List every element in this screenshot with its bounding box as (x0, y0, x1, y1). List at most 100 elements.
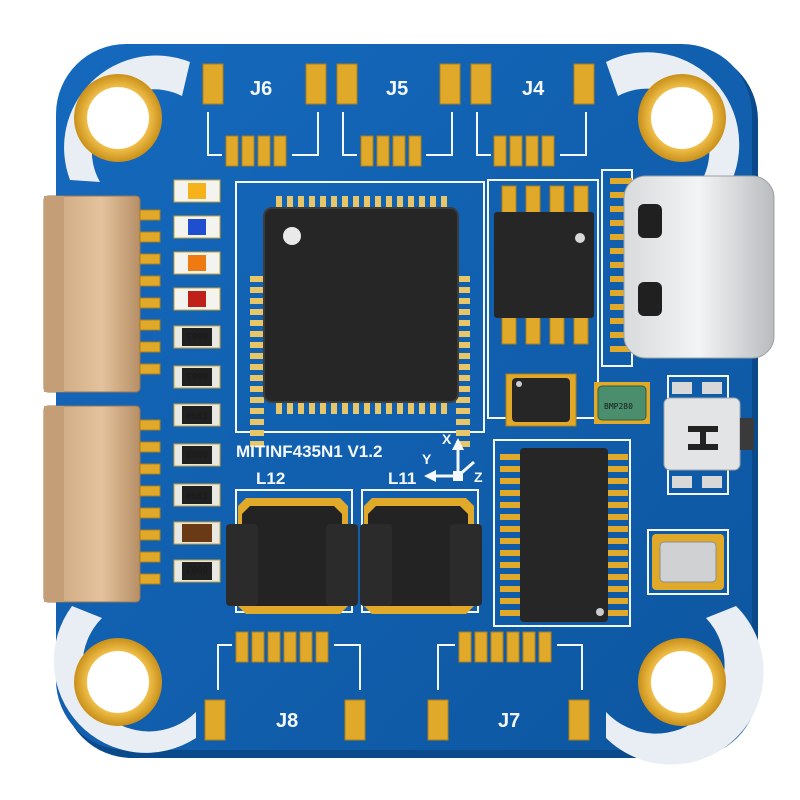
driver-pin (500, 562, 520, 568)
left-connector-lower (43, 405, 161, 603)
resistor-6: 0603 (173, 559, 221, 583)
mcu-pin (456, 386, 470, 392)
boot-button (663, 375, 754, 495)
led-yellow (173, 179, 221, 203)
mcu-pin (456, 353, 470, 359)
mcu-pin (298, 196, 304, 210)
mounting-hole-top-right (638, 74, 726, 162)
driver-pin (500, 490, 520, 496)
driver-pin (500, 598, 520, 604)
bottom-headers (204, 631, 590, 741)
mcu-pin (456, 320, 470, 326)
mounting-hole-bottom-left (74, 638, 162, 726)
mcu-pin (298, 400, 304, 414)
driver-pin (608, 610, 628, 616)
mcu-pin (320, 196, 326, 210)
rtc-crystal (647, 529, 729, 595)
led-red (173, 287, 221, 311)
baro-label: BMP280 (604, 402, 633, 411)
mcu-pin (456, 309, 470, 315)
driver-pin (500, 586, 520, 592)
inductor-l11 (360, 489, 482, 614)
resistor-code-6: 0603 (186, 564, 208, 574)
resistor-array: 0603 0603 0603 0603 0603 0603 (173, 325, 221, 583)
mcu-pin (456, 287, 470, 293)
mcu-pin (250, 298, 264, 304)
mcu-pin (386, 400, 392, 414)
mcu-pin (456, 430, 470, 436)
inductor-l12 (226, 489, 358, 614)
mcu-pin (430, 400, 436, 414)
driver-pin (500, 514, 520, 520)
mcu-pin (309, 400, 315, 414)
mcu-pin (276, 400, 282, 414)
mcu-pin1-marker (283, 227, 301, 245)
mcu-pin (250, 287, 264, 293)
mcu-pin (250, 276, 264, 282)
mcu-pin (342, 196, 348, 210)
mcu-pin (364, 400, 370, 414)
mcu-pin (287, 400, 293, 414)
mcu-pin (250, 320, 264, 326)
mcu-pin (408, 400, 414, 414)
driver-pin (608, 526, 628, 532)
bottom-header-outlines (217, 644, 583, 690)
mcu-pin (250, 342, 264, 348)
axis-label-x: X (442, 431, 452, 447)
mcu-pin (364, 196, 370, 210)
mcu-pin (250, 419, 264, 425)
mcu-pin (456, 397, 470, 403)
mcu-pin (353, 400, 359, 414)
left-connector-upper (43, 195, 161, 393)
top-headers (202, 63, 595, 167)
driver-pin (608, 478, 628, 484)
mcu-pin (250, 331, 264, 337)
header-label-j6: J6 (250, 78, 272, 100)
driver-pin (608, 562, 628, 568)
status-leds (173, 179, 221, 311)
capacitor-brown (173, 521, 221, 545)
led-blue (173, 215, 221, 239)
mcu-pin (250, 364, 264, 370)
barometer-sensor: BMP280 (594, 382, 650, 424)
mcu-pins (250, 196, 470, 447)
resistor-code-1: 0603 (186, 330, 208, 340)
driver-pin (608, 490, 628, 496)
header-label-j4: J4 (522, 78, 545, 100)
mcu-outline (235, 181, 485, 433)
mcu-pin (276, 196, 282, 210)
driver-pin (500, 478, 520, 484)
resistor-3: 0603 (173, 403, 221, 427)
header-label-j8: J8 (276, 710, 298, 732)
mcu-pin (331, 400, 337, 414)
mounting-hole-bottom-right (638, 638, 726, 726)
board-name: MITINF435N1 V1.2 (236, 442, 382, 461)
orientation-axes (424, 438, 475, 482)
mcu-pin (441, 196, 447, 210)
driver-pin (608, 586, 628, 592)
axis-label-z: Z (474, 469, 483, 485)
driver-pin (608, 550, 628, 556)
mcu-pin (342, 400, 348, 414)
inductor-label-l11: L11 (388, 469, 416, 488)
resistor-2: 0603 (173, 365, 221, 389)
mcu-pin (250, 408, 264, 414)
resistor-code-5: 0603 (186, 492, 208, 502)
mcu-pin (456, 298, 470, 304)
mcu-pin (250, 441, 264, 447)
mcu-pin (375, 400, 381, 414)
mcu-pin (320, 400, 326, 414)
mcu-pin (397, 400, 403, 414)
mcu-pin (250, 397, 264, 403)
mcu-pin (408, 196, 414, 210)
mcu-pin (456, 441, 470, 447)
mcu-pin (456, 419, 470, 425)
resistor-4: 0603 (173, 443, 221, 467)
top-header-outlines (207, 112, 587, 156)
driver-pin (608, 514, 628, 520)
mcu-pin (353, 196, 359, 210)
led-orange (173, 251, 221, 275)
mcu-pin (441, 400, 447, 414)
driver-pin (608, 538, 628, 544)
resistor-1: 0603 (173, 325, 221, 349)
